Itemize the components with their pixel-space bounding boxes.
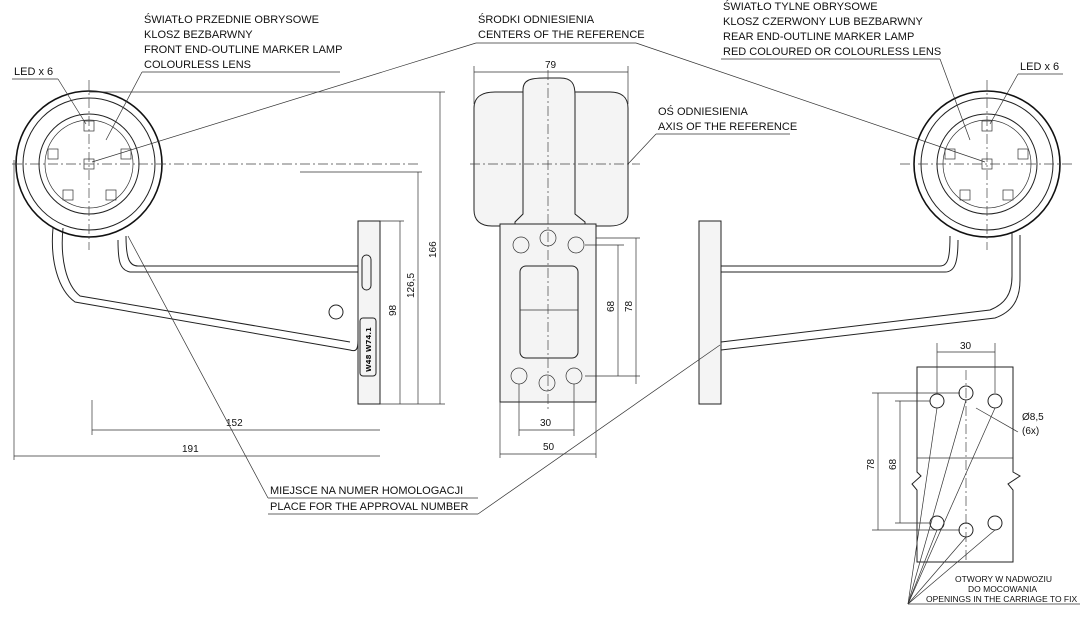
dim-50: 50 (543, 442, 555, 453)
hole-diameter-label: Ø8,5 (1022, 412, 1044, 423)
front-mount-plate (357, 220, 381, 405)
front-dimensions: 166 126,5 98 152 191 (14, 91, 445, 457)
openings-label-line-1: OTWORY W NADWOZIU (955, 574, 1052, 584)
front-label-line-4: COLOURLESS LENS (144, 59, 251, 71)
front-led-group (47, 120, 132, 201)
approval-number-plate (359, 317, 377, 377)
centers-label-line-1: ŚRODKI ODNIESIENIA (478, 13, 595, 26)
front-lamp-label: ŚWIATŁO PRZEDNIE OBRYSOWE KLOSZ BEZBARWN… (12, 13, 342, 141)
side-view (470, 70, 640, 410)
hole-count-label: (6x) (1022, 426, 1039, 437)
axis-label-line-2: AXIS OF THE REFERENCE (658, 121, 797, 133)
rear-label-line-2: KLOSZ CZERWONY LUB BEZBARWNY (723, 16, 924, 28)
rear-label-line-4: RED COLOURED OR COLOURLESS LENS (723, 46, 941, 58)
dim-79: 79 (545, 60, 557, 71)
rear-label-line-3: REAR END-OUTLINE MARKER LAMP (723, 31, 914, 43)
dim-78: 78 (624, 300, 635, 312)
dim-166: 166 (428, 241, 439, 258)
openings-label: OTWORY W NADWOZIU DO MOCOWANIA OPENINGS … (907, 399, 1080, 605)
rear-mount-plate (698, 220, 722, 405)
approval-stamp-text: W48 W74.1 (365, 327, 373, 372)
side-dimensions: 79 68 78 30 50 (473, 60, 640, 458)
axis-label-line-1: OŚ ODNIESIENIA (658, 105, 749, 118)
dim-191: 191 (182, 444, 199, 455)
front-led-label: LED x 6 (14, 66, 53, 78)
openings-label-line-3: OPENINGS IN THE CARRIAGE TO FIX (926, 594, 1077, 604)
dim-30-side: 30 (540, 418, 552, 429)
rear-label-line-1: ŚWIATŁO TYLNE OBRYSOWE (723, 0, 878, 13)
approval-label-line-1: MIEJSCE NA NUMER HOMOLOGACJI (270, 485, 463, 497)
dim-126-5: 126,5 (406, 273, 417, 298)
rear-led-group (944, 120, 1029, 201)
front-lamp-view: W48 W74.1 (12, 80, 420, 460)
rear-lamp-label: ŚWIATŁO TYLNE OBRYSOWE KLOSZ CZERWONY LU… (721, 0, 1063, 141)
front-label-line-1: ŚWIATŁO PRZEDNIE OBRYSOWE (144, 13, 319, 26)
reference-labels: ŚRODKI ODNIESIENIA CENTERS OF THE REFERE… (91, 13, 986, 165)
front-label-line-2: KLOSZ BEZBARWNY (144, 29, 253, 41)
openings-label-line-2: DO MOCOWANIA (968, 584, 1037, 594)
rear-led-label: LED x 6 (1020, 61, 1059, 73)
dim-78-holes: 78 (866, 458, 877, 470)
dim-68: 68 (606, 300, 617, 312)
rear-lamp-view (698, 80, 1072, 405)
dim-68-holes: 68 (888, 458, 899, 470)
dim-152: 152 (226, 418, 243, 429)
hole-pattern-view: 30 78 68 Ø8,5 (6x) (866, 341, 1044, 563)
centers-label-line-2: CENTERS OF THE REFERENCE (478, 29, 645, 41)
dim-30-holes: 30 (960, 341, 972, 352)
front-label-line-3: FRONT END-OUTLINE MARKER LAMP (144, 44, 342, 56)
approval-label-line-2: PLACE FOR THE APPROVAL NUMBER (270, 501, 469, 513)
front-mount-hole (328, 304, 344, 320)
approval-label: MIEJSCE NA NUMER HOMOLOGACJI PLACE FOR T… (127, 235, 721, 515)
dim-98: 98 (388, 304, 399, 316)
